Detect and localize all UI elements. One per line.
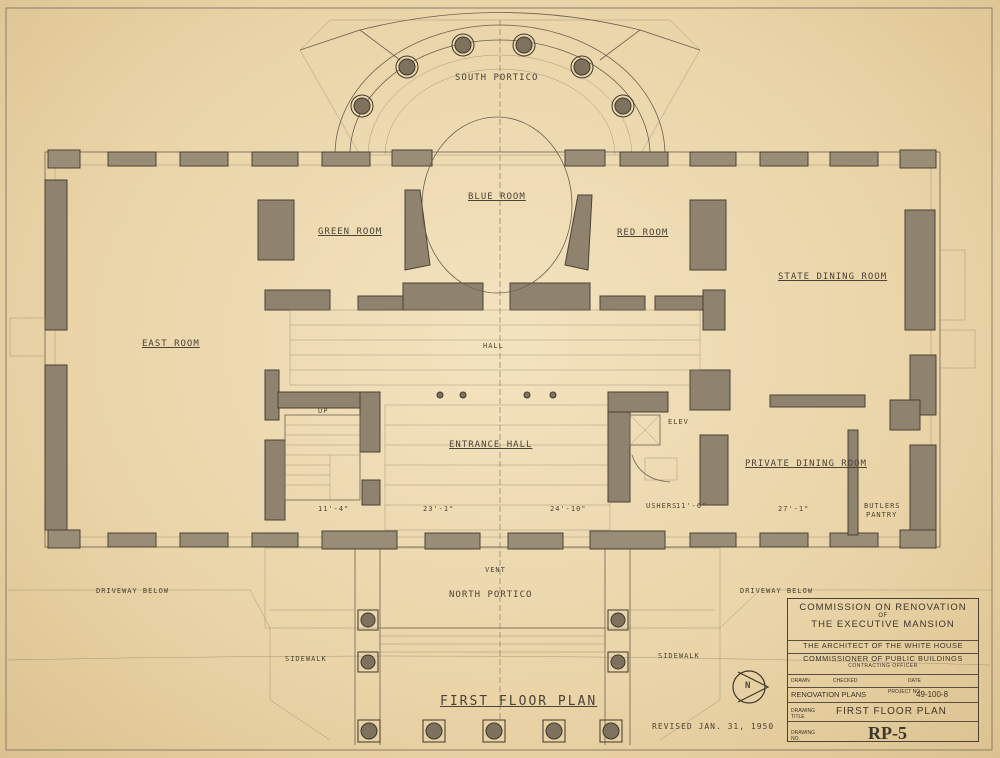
south-portico xyxy=(299,12,701,720)
interior-walls xyxy=(257,189,921,536)
north-wall-piers xyxy=(47,529,937,550)
title-block-drawing-title: FIRST FLOOR PLAN xyxy=(836,706,947,717)
title-block-drawing-no-label: DRAWING NO. xyxy=(791,730,815,742)
label-private-dining-room: PRIVATE DINING ROOM xyxy=(745,459,867,469)
dimension-4: 11'-6" xyxy=(676,502,708,510)
south-portico-columns xyxy=(350,33,635,118)
drawing-title: FIRST FLOOR PLAN xyxy=(440,694,598,709)
label-red-room: RED ROOM xyxy=(617,228,669,238)
north-portico xyxy=(7,547,992,745)
blue-room-oval xyxy=(421,116,573,294)
title-block: COMMISSION ON RENOVATION OF THE EXECUTIV… xyxy=(787,598,979,743)
label-up: UP xyxy=(318,407,329,415)
revision-date: REVISED JAN. 31, 1950 xyxy=(652,722,775,731)
label-ushers: USHERS xyxy=(646,502,678,510)
label-butlers: BUTLERS xyxy=(864,502,901,510)
grand-staircase xyxy=(284,414,361,501)
end-walls xyxy=(44,179,937,531)
title-block-checked: CHECKED xyxy=(833,678,858,684)
title-block-contracting-officer: CONTRACTING OFFICER xyxy=(848,663,918,669)
sheet-border xyxy=(5,7,993,751)
title-block-of: OF xyxy=(878,613,888,619)
title-block-set: RENOVATION PLANS xyxy=(791,690,867,699)
label-east-room: EAST ROOM xyxy=(142,339,200,349)
north-portico-columns xyxy=(357,609,629,743)
title-block-project-label: PROJECT NO. xyxy=(888,689,922,695)
label-state-dining-room: STATE DINING ROOM xyxy=(778,272,888,282)
dimension-3: 24'-10" xyxy=(550,505,587,513)
label-elev: ELEV xyxy=(668,418,689,426)
label-driveway-left: DRIVEWAY BELOW xyxy=(96,587,170,595)
label-blue-room: BLUE ROOM xyxy=(468,192,526,202)
title-block-date: DATE xyxy=(908,678,921,684)
north-arrow-symbol xyxy=(732,670,770,704)
elevator-stair xyxy=(629,414,678,483)
title-block-drawing-title-label: DRAWING TITLE xyxy=(791,708,815,720)
dimension-2: 23'-1" xyxy=(423,505,455,513)
dimension-5: 27'-1" xyxy=(778,505,810,513)
title-block-architect: THE ARCHITECT OF THE WHITE HOUSE xyxy=(803,641,963,650)
title-block-commissioner: COMMISSIONER OF PUBLIC BUILDINGS xyxy=(803,654,963,663)
label-driveway-right: DRIVEWAY BELOW xyxy=(740,587,814,595)
hall-paving xyxy=(289,309,701,531)
label-pantry: PANTRY xyxy=(866,511,898,519)
north-arrow-label: N xyxy=(745,681,752,691)
title-block-drawn: DRAWN xyxy=(791,678,810,684)
label-entrance-hall: ENTRANCE HALL xyxy=(449,440,533,450)
label-hall: HALL xyxy=(483,342,504,350)
label-sidewalk-right: SIDEWALK xyxy=(658,652,700,660)
title-block-project-no: 49-100-8 xyxy=(916,690,949,699)
label-south-portico: SOUTH PORTICO xyxy=(455,73,539,83)
label-sidewalk-left: SIDEWALK xyxy=(285,655,327,663)
south-wall-piers xyxy=(47,149,937,169)
label-north-portico: NORTH PORTICO xyxy=(449,590,533,600)
label-green-room: GREEN ROOM xyxy=(318,227,383,237)
title-block-drawing-no: RP-5 xyxy=(868,723,907,743)
title-block-commission: COMMISSION ON RENOVATION xyxy=(799,602,967,613)
dimension-1: 11'-4" xyxy=(318,505,350,513)
side-steps xyxy=(9,249,976,369)
title-block-executive-mansion: THE EXECUTIVE MANSION xyxy=(811,619,955,630)
label-vent: VENT xyxy=(485,566,506,574)
